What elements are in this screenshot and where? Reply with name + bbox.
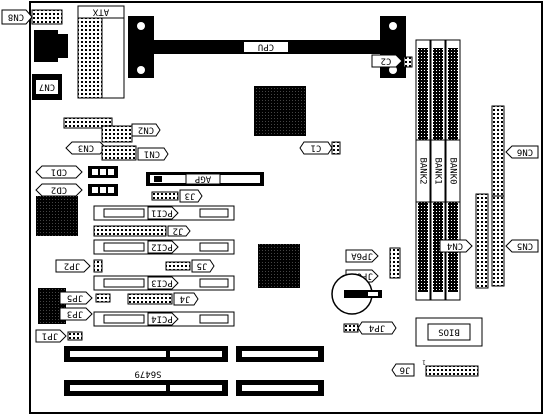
chip-left [36,196,78,236]
pci2-slot: PCI2 [93,239,235,255]
pci1-label: PCI1 [151,208,173,218]
j2-label: J2 [173,226,184,236]
jp6a-label: JP6A [351,251,373,261]
cn7-label: CN7 [39,82,55,92]
jp1-label: JP1 [42,331,58,341]
j3-label: J3 [185,191,196,201]
jp4-jumper: JP4 [343,321,397,335]
jp4-label: JP4 [369,323,385,333]
jp6b-label: JP6B [351,271,373,281]
jp3-label: JP3 [67,309,83,319]
atx-label: ATX [92,7,109,17]
pci3-slot: PCI3 [93,275,235,291]
cd1-connector: CD1 [35,165,118,179]
bios-chip: BIOS [415,317,483,347]
j4-header: J4 [127,292,199,306]
cn2-connector: CN2 [101,123,161,143]
cn7-connector: CN7 [32,74,62,100]
cn6-label: CN6 [517,147,533,157]
isa-slot-2 [236,346,324,362]
cd2-connector: CD2 [35,183,118,197]
bank0-label: BANK0 [448,157,458,184]
pci4-label: PCI4 [151,314,173,324]
j6-header: J6 1 [391,359,479,377]
pci1-slot: PCI1 [93,205,235,221]
pci2-label: PCI2 [151,242,173,252]
cn8-connector: CN8 [1,9,63,25]
c2-label: C2 [381,56,392,66]
atx-power-connector: ATX [77,5,125,99]
dimm-slot-bank0: BANK0 [445,39,461,301]
cn4-connector: CN4 [439,193,489,289]
jp3-jumper: JP3 [59,307,93,321]
dimm-slot-bank1: BANK1 [430,39,446,301]
j6-pin1-label: 1 [422,359,426,366]
agp-label: AGP [194,174,211,184]
cn4-label: CN4 [447,241,463,251]
bank2-label: BANK2 [418,157,428,184]
jp2-jumper: JP2 [55,259,103,273]
c1-label: C1 [311,143,322,153]
cn5-connector: CN5 [491,195,539,287]
pci3-label: PCI3 [151,278,173,288]
cpu-label: CPU [258,42,274,52]
dimm-slot-bank2: BANK2 [415,39,431,301]
c1-jumper: C1 [299,141,341,155]
bank1-label: BANK1 [433,157,443,184]
cn8-label: CN8 [8,12,24,22]
isa-slot-3 [64,380,228,396]
jp6a-jumper: JP6A [345,249,379,263]
pci4-slot: PCI4 [93,311,235,327]
j6-label: J6 [400,365,411,375]
jp5-label: JP5 [67,293,83,303]
jp1-jumper: JP1 [35,329,83,343]
cmos-battery [331,273,382,315]
cn3-label: CN3 [78,143,94,153]
cn3-connector: CN3 [63,117,113,155]
cn5-label: CN5 [517,241,533,251]
chip-large-top [254,86,306,136]
cd2-label: CD2 [51,185,67,195]
cn1-label: CN1 [144,149,160,159]
j2-header: J2 [93,225,191,237]
j5-label: J5 [197,261,208,271]
bios-label: BIOS [438,327,460,337]
isa-slot-4 [236,380,324,396]
chip-mid [258,244,300,288]
cpu-slot: CPU [128,16,406,78]
j4-label: J4 [180,294,191,304]
jp6-pins [389,247,401,279]
jp5-jumper: JP5 [59,291,111,305]
j5-header: J5 [165,259,215,273]
cn2-label: CN2 [138,125,154,135]
board-id-label: S6479 [134,369,161,379]
io-port-block [34,30,68,62]
cd1-label: CD1 [51,167,67,177]
c2-jumper: C2 [371,54,413,68]
cn1-connector: CN1 [101,145,169,161]
agp-slot: AGP [146,172,264,186]
j3-header: J3 [151,189,203,203]
isa-slot-1 [64,346,228,362]
jp2-label: JP2 [64,261,80,271]
